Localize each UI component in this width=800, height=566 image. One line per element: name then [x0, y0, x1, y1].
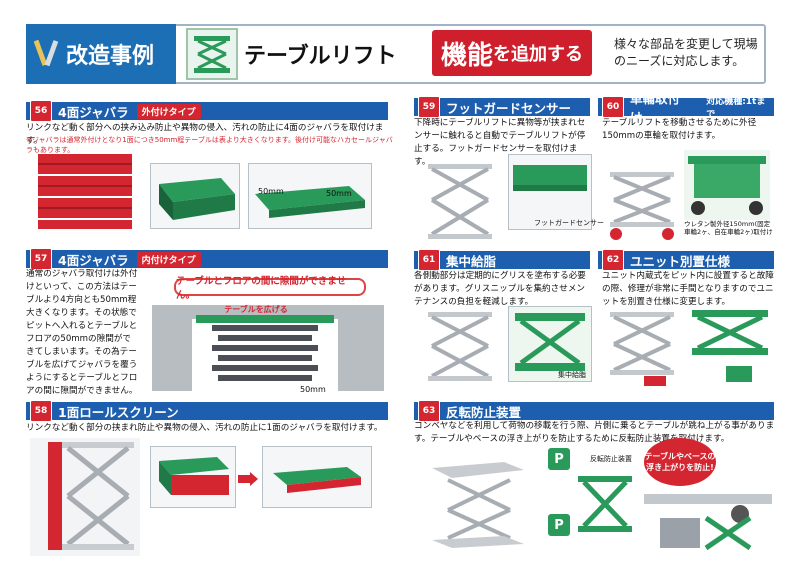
- section-61-header: 61 集中給脂: [414, 249, 590, 271]
- widen-table-label: テーブルを広げる: [224, 305, 288, 314]
- section-56-text: リンクなど動く部分への挟み込み防止や異物の侵入、汚れの防止に4面のジャバラを取付…: [26, 123, 384, 146]
- wheel-caption: ウレタン製外径150mm(固定車輪2ヶ、自在車輪2ヶ)取付け: [684, 220, 773, 236]
- anti-flip-photo: [578, 476, 632, 532]
- tag-inner: 内付けタイプ: [136, 251, 201, 267]
- tools-icon: [34, 39, 59, 67]
- section-56-header: 56 4面ジャバラ 外付けタイプ: [26, 100, 388, 122]
- kaizo-title: 改造事例: [26, 24, 176, 84]
- grease-caption: 集中給脂: [558, 371, 586, 379]
- red-bellows-image: [38, 154, 132, 229]
- section-60-text: テーブルリフトを移動させるために外径150mmの車輪を取付けます。: [602, 118, 757, 141]
- section-60-header: 60 車輪取付け 対応機種:1tまで: [598, 91, 774, 125]
- wheel-diagram: [610, 172, 674, 240]
- tag-outer: 外付けタイプ: [136, 103, 201, 119]
- section-58-header: 58 1面ロールスクリーン: [26, 400, 388, 422]
- arrow-right-icon: [238, 472, 258, 486]
- section-63-text: コンベヤなどを利用して荷物の移載を行う際、片側に乗るとテーブルが跳ね上がる事があ…: [414, 421, 775, 444]
- badge-60: 60: [602, 96, 624, 118]
- anti-flip-label: 反転防止装置: [590, 455, 632, 463]
- badge-56: 56: [30, 100, 52, 122]
- anti-flip-diagram: [432, 462, 524, 548]
- p-marker-1: P: [548, 448, 570, 470]
- badge-61: 61: [418, 249, 440, 271]
- unit-diagram: [610, 312, 674, 386]
- section-59-header: 59 フットガードセンサー: [414, 96, 590, 118]
- section-57-header: 57 4面ジャバラ 内付けタイプ: [26, 248, 388, 270]
- badge-57: 57: [30, 248, 52, 270]
- unit-photo: [692, 310, 768, 382]
- roll-screen-photo-2: [262, 446, 372, 508]
- section-57-text: 通常のジャバラ取付けは外付けといって、この方法はテーブルより4方向とも50mm程…: [26, 269, 138, 396]
- gap-callout: テーブルとフロアの間に隙間ができません。: [174, 276, 366, 301]
- grease-photo: [508, 306, 592, 382]
- section-58-text: リンクなど動く部分の挟まれ防止や異物の侵入、汚れの防止に1面のジャバラを取付けま…: [26, 423, 383, 433]
- dim-50mm-3: 50mm: [300, 385, 326, 394]
- p-marker-2: P: [548, 514, 570, 536]
- badge-59: 59: [418, 96, 440, 118]
- badge-58: 58: [30, 400, 52, 422]
- footguard-caption: フットガードセンサー: [534, 219, 604, 227]
- wheel-photo: [684, 150, 770, 220]
- section-61-text: 各側動部分は定期的にグリスを塗布する必要があります。グリスニップルを集約させメン…: [414, 271, 586, 307]
- lift-title: テーブルリフト: [244, 44, 397, 69]
- kinou-banner: 機能を追加する: [432, 30, 592, 76]
- roll-screen-photo-1: [150, 446, 236, 508]
- anti-flip-bubble: テーブルやベースの浮き上がりを防止!: [644, 438, 716, 486]
- section-59-text: 下降時にテーブルリフトに異物等が挟まれセンサーに触れると自動でテーブルリフトが停…: [414, 118, 586, 167]
- bellows-dimension-image: [248, 163, 372, 229]
- dim-50mm-1: 50mm: [258, 187, 284, 196]
- tag-capacity: 対応機種:1tまで: [706, 97, 766, 120]
- badge-62: 62: [602, 249, 624, 271]
- section-56-note: ※ジャバラは通常外付けとなり1面につき50mm程テーブルは表より大きくなります。…: [26, 136, 393, 154]
- badge-63: 63: [418, 400, 440, 422]
- section-62-text: ユニット内蔵式をピット内に設置すると故障の際、修理が非常に手間となりますのでユニ…: [602, 271, 774, 307]
- roll-screen-image: [30, 438, 140, 556]
- footguard-photo: [508, 154, 592, 230]
- pit-diagram: [152, 305, 384, 391]
- bellows-photo: [150, 163, 240, 229]
- conveyor-illustration: [644, 494, 772, 551]
- dim-50mm-2: 50mm: [326, 189, 352, 198]
- section-62-header: 62 ユニット別置仕様: [598, 249, 774, 271]
- header-description: 様々な部品を変更して現場のニーズに対応します。: [614, 37, 758, 68]
- grease-diagram: [428, 312, 492, 381]
- footguard-diagram: [428, 164, 492, 239]
- lift-icon: [186, 28, 238, 80]
- section-63-header: 63 反転防止装置: [414, 400, 774, 422]
